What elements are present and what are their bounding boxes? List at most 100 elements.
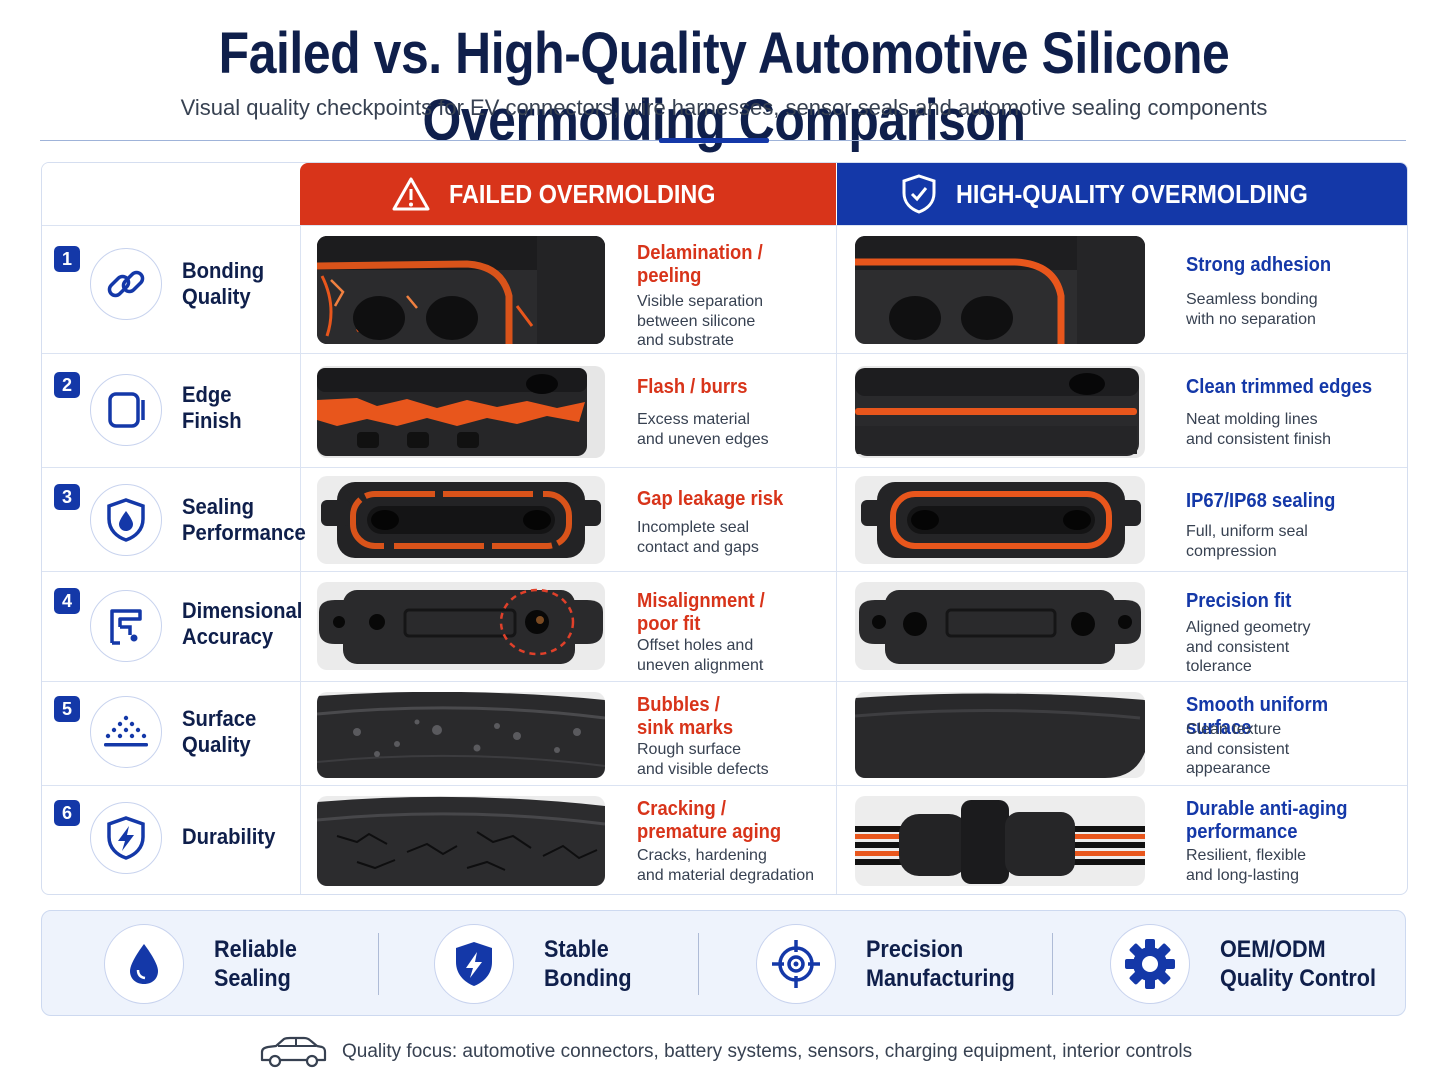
category-label: Sealing Performance bbox=[182, 494, 306, 545]
good-edge-photo bbox=[855, 366, 1145, 458]
feature-icon-circle bbox=[756, 924, 836, 1004]
row-number-badge: 2 bbox=[54, 372, 80, 398]
feature-label: Precision Manufacturing bbox=[866, 936, 1015, 992]
failed-description: Rough surface and visible defects bbox=[637, 741, 769, 778]
category-label: Bonding Quality bbox=[182, 258, 265, 309]
feature-label: OEM/ODM Quality Control bbox=[1220, 936, 1377, 992]
feature-icon-circle bbox=[104, 924, 184, 1004]
target-crosshair-icon bbox=[772, 940, 820, 988]
quality-title: Smooth uniform surface bbox=[1186, 694, 1329, 739]
title-divider-accent bbox=[659, 138, 769, 143]
row-icon-circle bbox=[90, 696, 162, 768]
failed-description: Cracks, hardening and material degradati… bbox=[637, 847, 815, 884]
table-row: 2 Edge Finish Flash / burrs Excess mater… bbox=[42, 353, 1407, 467]
category-label: Dimensional Accuracy bbox=[182, 598, 303, 649]
rough-surface-image bbox=[317, 692, 605, 778]
feature-icon-circle bbox=[434, 924, 514, 1004]
good-surface-photo bbox=[855, 692, 1145, 778]
row-number-badge: 4 bbox=[54, 588, 80, 614]
caliper-icon bbox=[110, 609, 142, 645]
failed-sealing-photo bbox=[317, 476, 605, 564]
table-row: 4 Dimensional Accuracy bbox=[42, 571, 1407, 681]
row-icon-circle bbox=[90, 484, 162, 556]
quality-title: IP67/IP68 sealing bbox=[1186, 490, 1336, 512]
row-number-badge: 1 bbox=[54, 246, 80, 272]
row-icon-circle bbox=[90, 374, 162, 446]
gear-icon bbox=[1125, 939, 1175, 989]
table-row: 5 Surface Quality bbox=[42, 681, 1407, 785]
failed-column-title: FAILED OVERMOLDING bbox=[448, 178, 716, 209]
shield-drop-icon bbox=[107, 498, 145, 542]
quality-title: Precision fit bbox=[1186, 590, 1292, 612]
failed-description: Visible separation between silicone and … bbox=[637, 293, 764, 349]
connector-clean-edge-image bbox=[855, 366, 1145, 458]
table-row: 6 Durability C bbox=[42, 785, 1407, 894]
good-sealing-photo bbox=[855, 476, 1145, 564]
good-dimension-photo bbox=[855, 582, 1145, 670]
failed-description: Excess material and uneven edges bbox=[637, 411, 769, 448]
row-number-badge: 5 bbox=[54, 696, 80, 722]
shield-bolt-icon bbox=[456, 942, 492, 986]
quality-description: Resilient, flexible and long-lasting bbox=[1186, 847, 1307, 884]
footer-text: Quality focus: automotive connectors, ba… bbox=[342, 1041, 1193, 1062]
seal-gap-image bbox=[317, 476, 605, 564]
seal-uniform-image bbox=[855, 476, 1145, 564]
row-icon-circle bbox=[90, 590, 162, 662]
failed-surface-photo bbox=[317, 692, 605, 778]
category-label: Durability bbox=[182, 824, 276, 849]
row-number-badge: 6 bbox=[54, 800, 80, 826]
row-icon-circle bbox=[90, 248, 162, 320]
quality-description: Seamless bonding with no separation bbox=[1186, 291, 1318, 328]
failed-title: Gap leakage risk bbox=[637, 488, 784, 510]
connector-bonded-image bbox=[855, 236, 1145, 344]
failed-description: Offset holes and uneven alignment bbox=[637, 637, 764, 674]
quality-column-title: HIGH-QUALITY OVERMOLDING bbox=[955, 178, 1308, 209]
header-blank-cell bbox=[42, 163, 300, 225]
table-row: 3 Sealing Performance Gap leakage risk I… bbox=[42, 467, 1407, 571]
misaligned-holes-image bbox=[317, 582, 605, 670]
page-subtitle: Visual quality checkpoints for EV connec… bbox=[180, 95, 1268, 120]
feature-label: Reliable Sealing bbox=[214, 936, 297, 992]
failed-durability-photo bbox=[317, 796, 605, 886]
feature-icon-circle bbox=[1110, 924, 1190, 1004]
quality-title: Clean trimmed edges bbox=[1186, 376, 1373, 398]
failed-title: Flash / burrs bbox=[637, 376, 748, 398]
failed-description: Incomplete seal contact and gaps bbox=[637, 519, 759, 556]
failed-title: Delamination / peeling bbox=[637, 242, 763, 287]
smooth-surface-image bbox=[855, 692, 1145, 778]
footer: Quality focus: automotive connectors, ba… bbox=[258, 1032, 1192, 1072]
wire-grommet-image bbox=[855, 796, 1145, 886]
quality-column-header: HIGH-QUALITY OVERMOLDING bbox=[837, 163, 1407, 225]
failed-column-header: FAILED OVERMOLDING bbox=[300, 163, 836, 225]
row-number-badge: 3 bbox=[54, 484, 80, 510]
failed-bonding-photo bbox=[317, 236, 605, 344]
category-label: Edge Finish bbox=[182, 382, 242, 433]
failed-edge-photo bbox=[317, 366, 605, 458]
water-drop-icon bbox=[130, 944, 158, 984]
table-row: 1 Bonding Quality Delamination / peeling… bbox=[42, 225, 1407, 353]
comparison-table: FAILED OVERMOLDING HIGH-QUALITY OVERMOLD… bbox=[41, 162, 1408, 895]
edge-corner-icon bbox=[108, 392, 145, 428]
aligned-holes-image bbox=[855, 582, 1145, 670]
feature-label: Stable Bonding bbox=[544, 936, 632, 992]
row-icon-circle bbox=[90, 802, 162, 874]
failed-title: Bubbles / sink marks bbox=[637, 694, 734, 739]
feature-precision-manufacturing: Precision Manufacturing bbox=[756, 921, 1031, 1007]
connector-delamination-image bbox=[317, 236, 605, 344]
good-bonding-photo bbox=[855, 236, 1145, 344]
shield-check-icon bbox=[902, 174, 936, 214]
cracked-seal-image bbox=[317, 796, 605, 886]
good-durability-photo bbox=[855, 796, 1145, 886]
failed-title: Misalignment / poor fit bbox=[637, 590, 765, 635]
quality-description: Full, uniform seal compression bbox=[1186, 523, 1308, 560]
surface-dots-icon bbox=[104, 715, 148, 747]
connector-flash-image bbox=[317, 366, 605, 458]
failed-dimension-photo bbox=[317, 582, 605, 670]
feature-reliable-sealing: Reliable Sealing bbox=[104, 921, 306, 1007]
failed-title: Cracking / premature aging bbox=[637, 798, 782, 843]
quality-description: Aligned geometry and consistent toleranc… bbox=[1186, 619, 1311, 675]
page-title: Failed vs. High-Quality Automotive Silic… bbox=[218, 21, 1230, 153]
car-icon bbox=[260, 1036, 327, 1068]
feature-stable-bonding: Stable Bonding bbox=[434, 921, 641, 1007]
quality-title: Durable anti-aging performance bbox=[1186, 798, 1348, 843]
